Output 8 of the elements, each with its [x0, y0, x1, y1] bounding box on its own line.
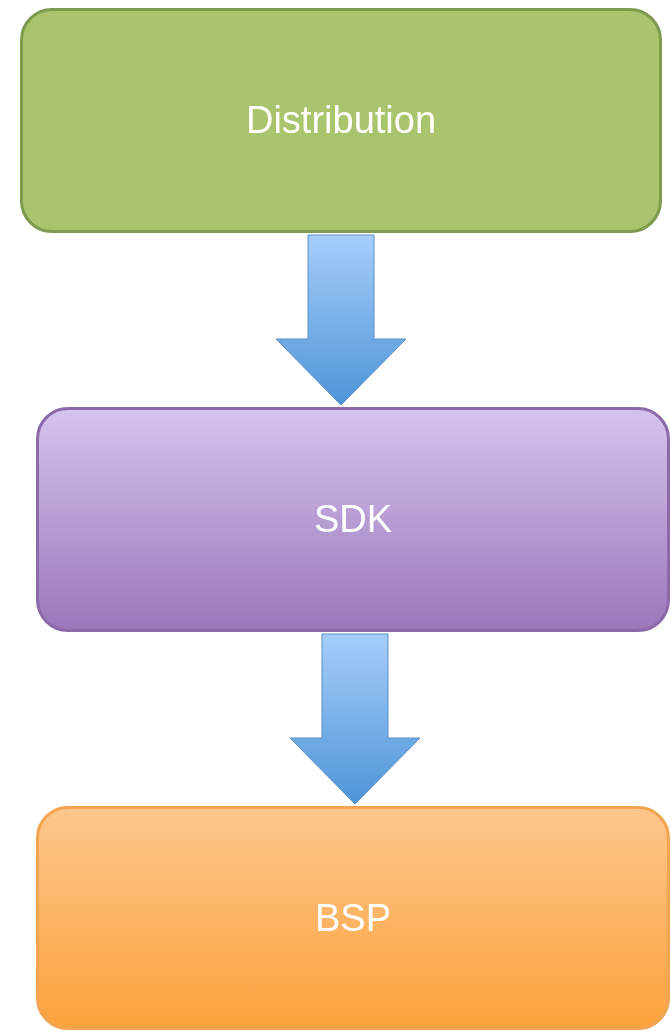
box-label: Distribution	[245, 99, 437, 142]
block-arrow	[289, 633, 421, 805]
process-box	[20, 8, 662, 233]
box-label: SDK	[313, 498, 393, 541]
block-arrow	[275, 234, 407, 406]
box-label: BSP	[314, 896, 391, 940]
process-box	[36, 407, 670, 632]
process-box	[36, 806, 670, 1030]
